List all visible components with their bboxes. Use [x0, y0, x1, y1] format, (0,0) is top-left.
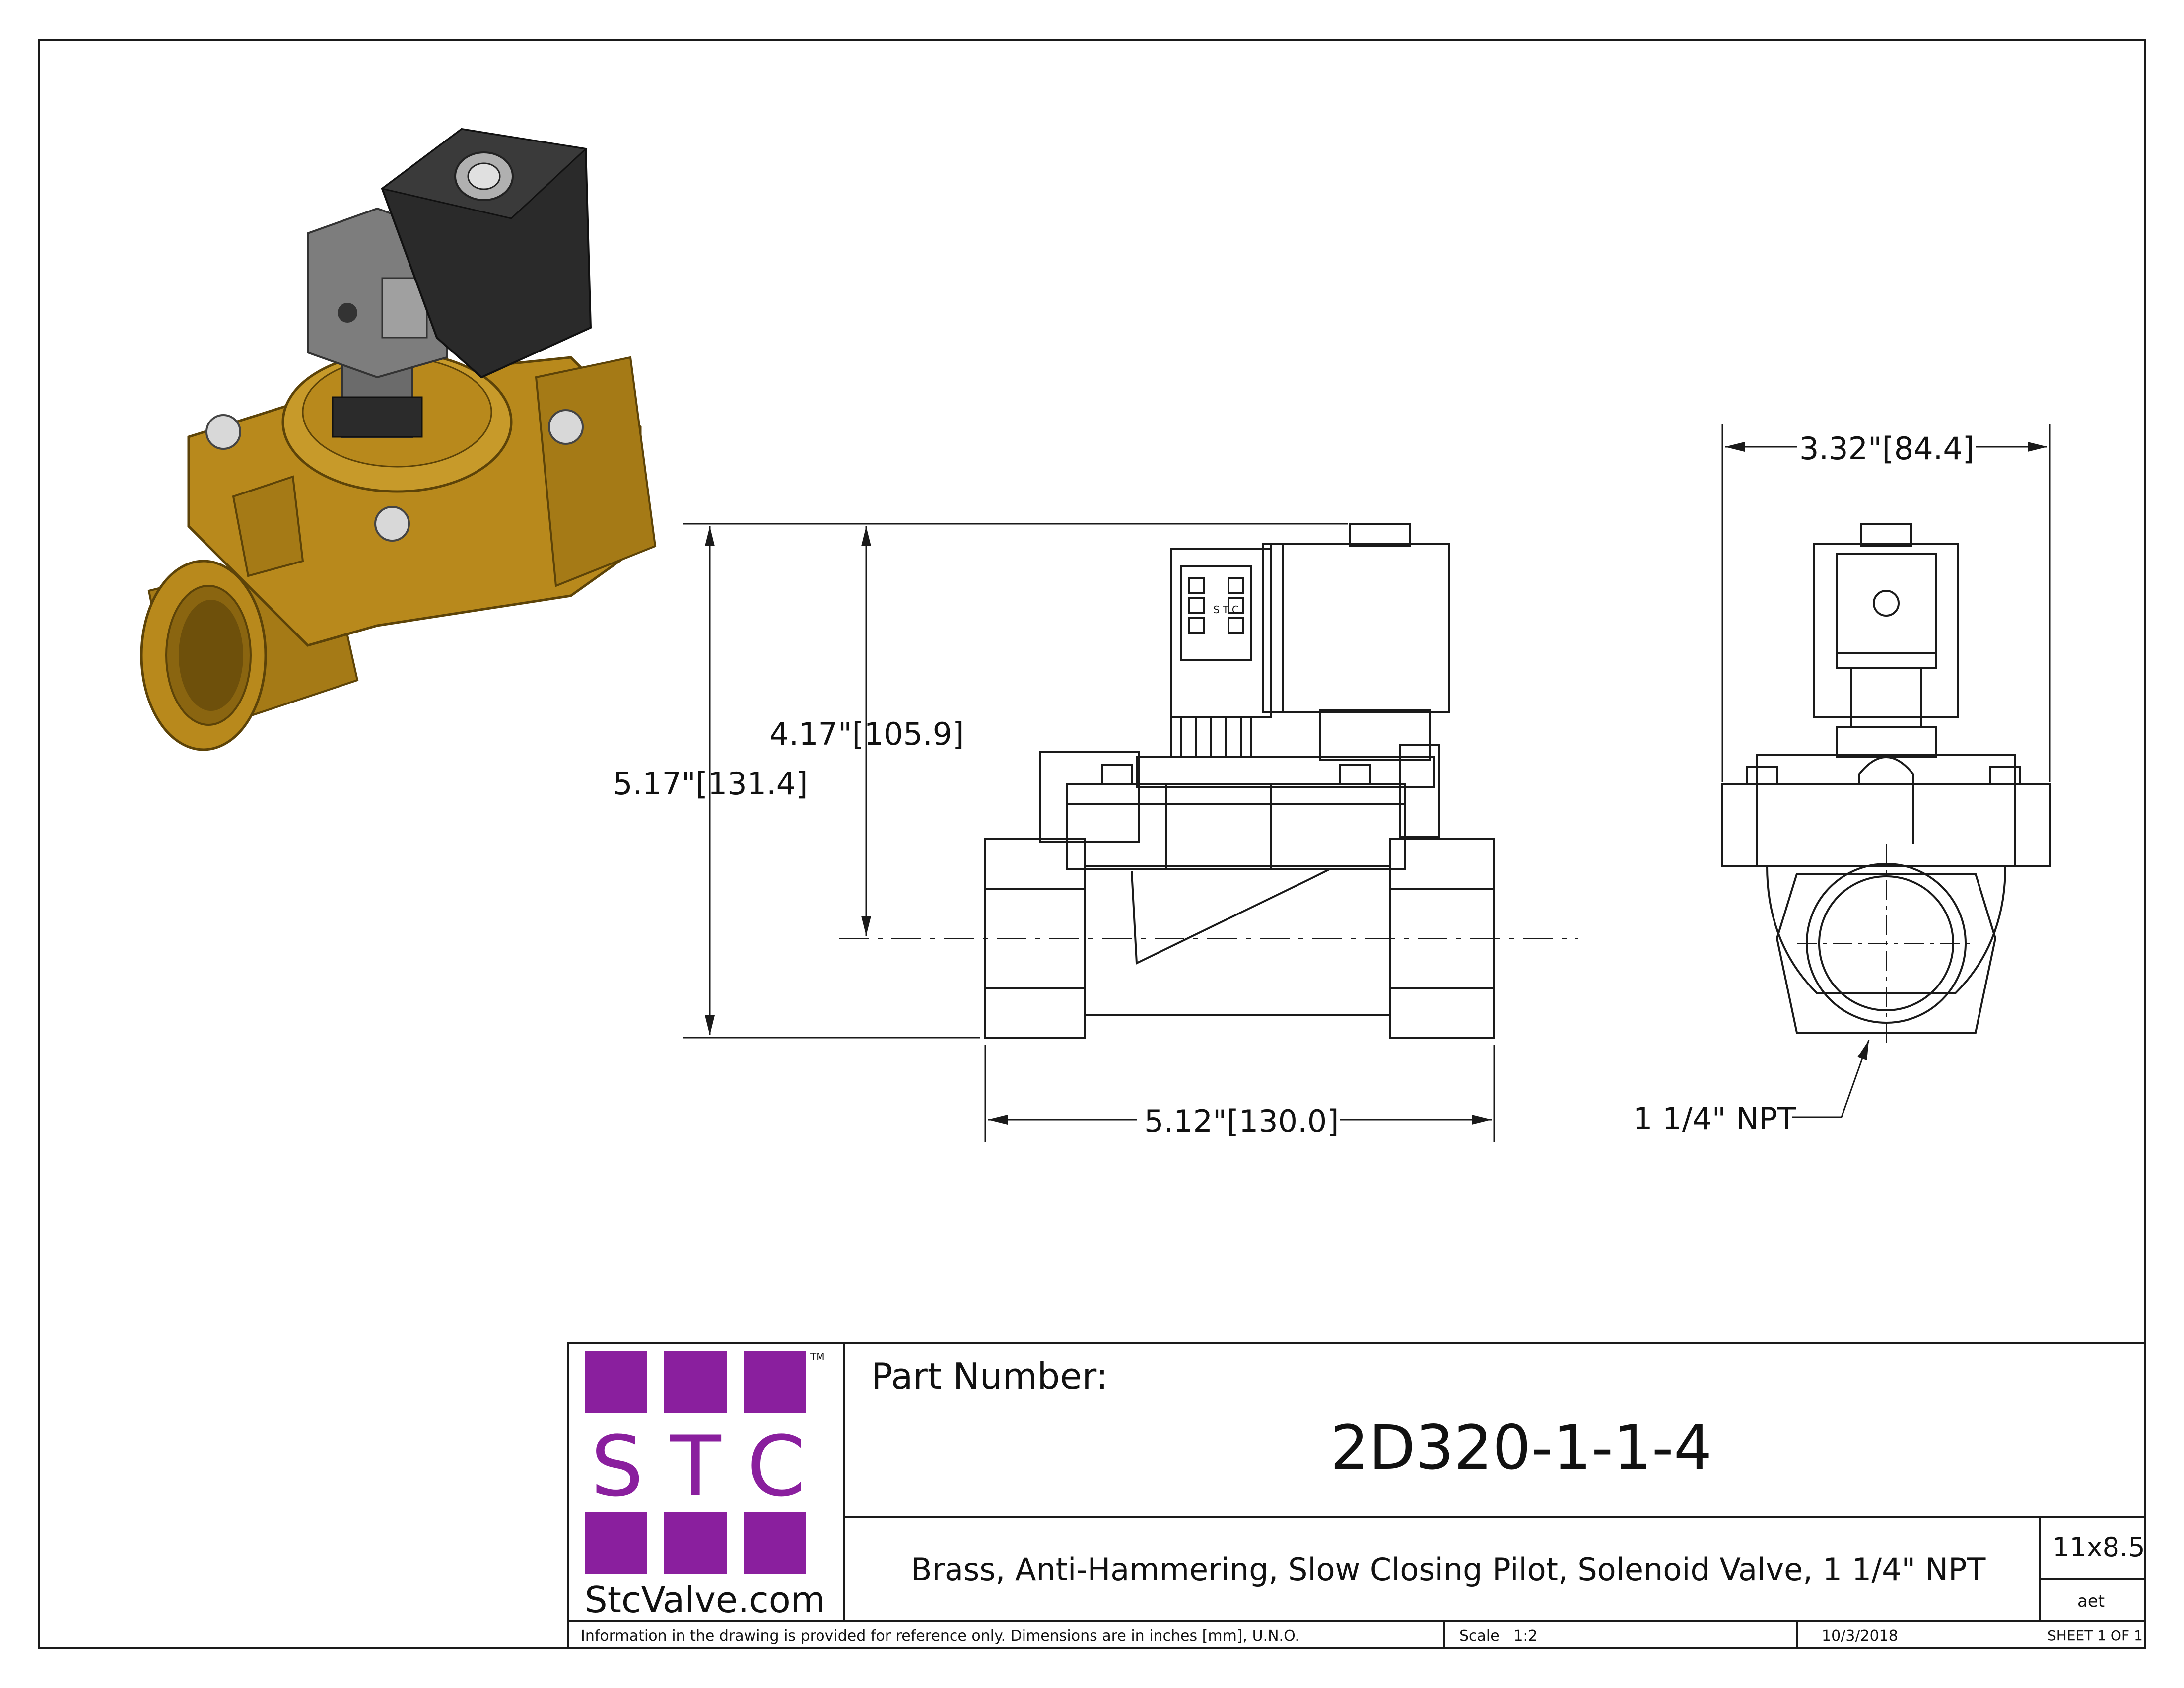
logo-letter-c: C — [747, 1418, 806, 1515]
disclaimer-text: Information in the drawing is provided f… — [581, 1627, 1300, 1645]
width-text: 3.32"[84.4] — [1799, 430, 1975, 467]
logo-letter-t: T — [670, 1418, 721, 1515]
part-number-label: Part Number: — [871, 1355, 1108, 1397]
isometric-valve-view — [140, 128, 657, 751]
trademark-mark: TM — [810, 1351, 825, 1363]
logo-square — [664, 1351, 727, 1413]
paper-size-text: 11x8.5 — [2052, 1532, 2145, 1563]
logo-square — [585, 1512, 647, 1574]
sheet-text: SHEET 1 OF 1 — [2048, 1627, 2143, 1644]
center-height-text: 4.17"[105.9] — [769, 716, 964, 752]
side-centerlines — [1797, 844, 1976, 1048]
length-dimension — [984, 1045, 1495, 1142]
length-text: 5.12"[130.0] — [1144, 1103, 1339, 1139]
coil-label: S T C — [1213, 604, 1239, 616]
logo-square — [585, 1351, 647, 1413]
logo-letter-s: S — [591, 1418, 644, 1515]
stc-logo: TM S T C StcValve.com — [576, 1348, 839, 1620]
port-leader — [1792, 1040, 1870, 1118]
overall-height-dimension — [682, 523, 1348, 1039]
logo-square — [664, 1512, 727, 1574]
description-text: Brass, Anti-Hammering, Slow Closing Pilo… — [911, 1551, 1986, 1588]
logo-square — [744, 1512, 806, 1574]
date-text: 10/3/2018 — [1822, 1627, 1898, 1645]
title-block-frame — [567, 1342, 2146, 1649]
drawn-by-text: aet — [2077, 1591, 2105, 1611]
port-text: 1 1/4" NPT — [1633, 1101, 1797, 1137]
front-view — [984, 523, 1495, 1039]
logo-square — [744, 1351, 806, 1413]
scale-text: Scale 1:2 — [1459, 1627, 1538, 1645]
website-text: StcValve.com — [585, 1579, 825, 1620]
overall-height-text: 5.17"[131.4] — [613, 766, 808, 802]
part-number-value: 2D320-1-1-4 — [1330, 1412, 1712, 1483]
width-dimension — [1721, 424, 2051, 782]
